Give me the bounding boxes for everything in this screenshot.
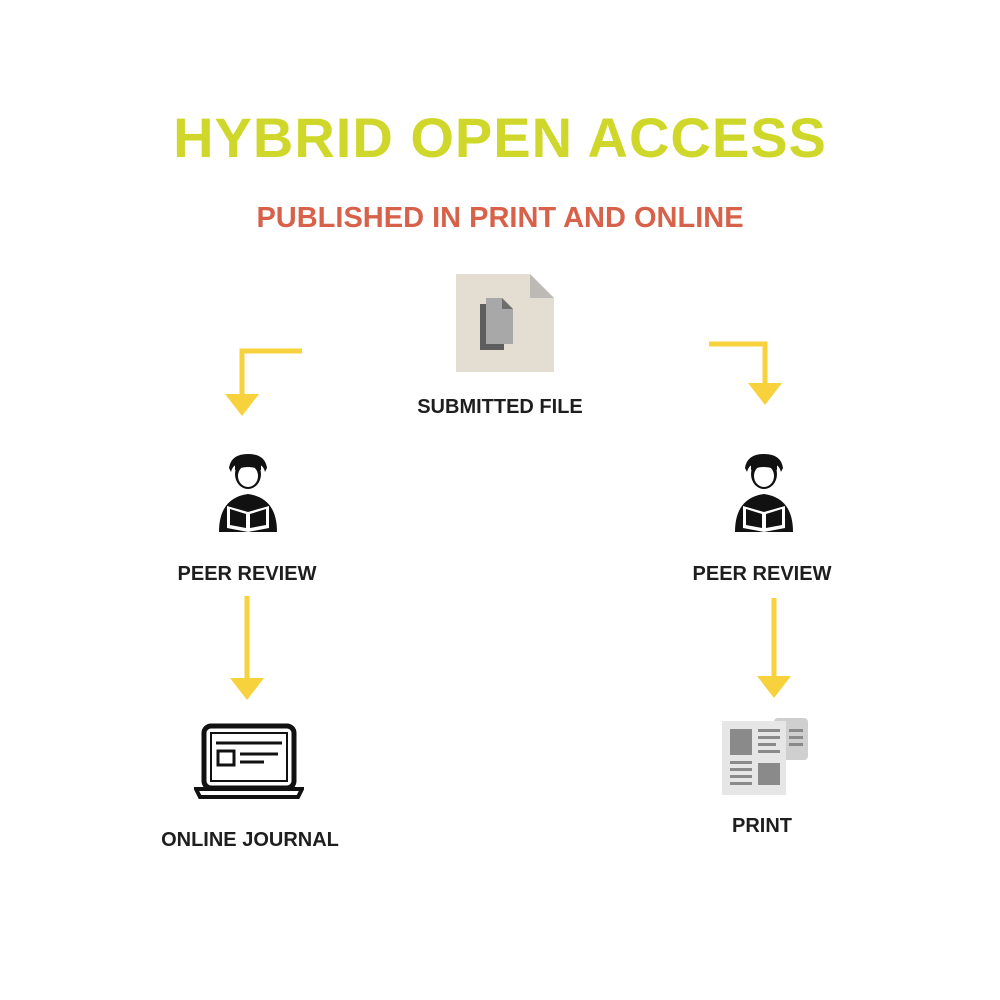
reader-icon	[215, 452, 281, 534]
peer-review-left-label: PEER REVIEW	[177, 563, 317, 585]
reader-icon	[731, 452, 797, 534]
page-title: HYBRID OPEN ACCESS	[173, 106, 827, 169]
arrow-to-print	[756, 598, 792, 700]
submitted-file-label: SUBMITTED FILE	[417, 396, 583, 418]
page-subtitle: PUBLISHED IN PRINT AND ONLINE	[256, 202, 744, 234]
arrow-to-right-review	[705, 337, 795, 409]
print-label: PRINT	[732, 815, 792, 837]
newspaper-icon	[722, 715, 810, 797]
online-journal-label: ONLINE JOURNAL	[161, 829, 339, 851]
laptop-icon	[194, 723, 304, 801]
document-icon	[456, 274, 554, 372]
peer-review-right-label: PEER REVIEW	[692, 563, 832, 585]
arrow-to-left-review	[220, 344, 310, 418]
arrow-to-online-journal	[229, 596, 265, 702]
